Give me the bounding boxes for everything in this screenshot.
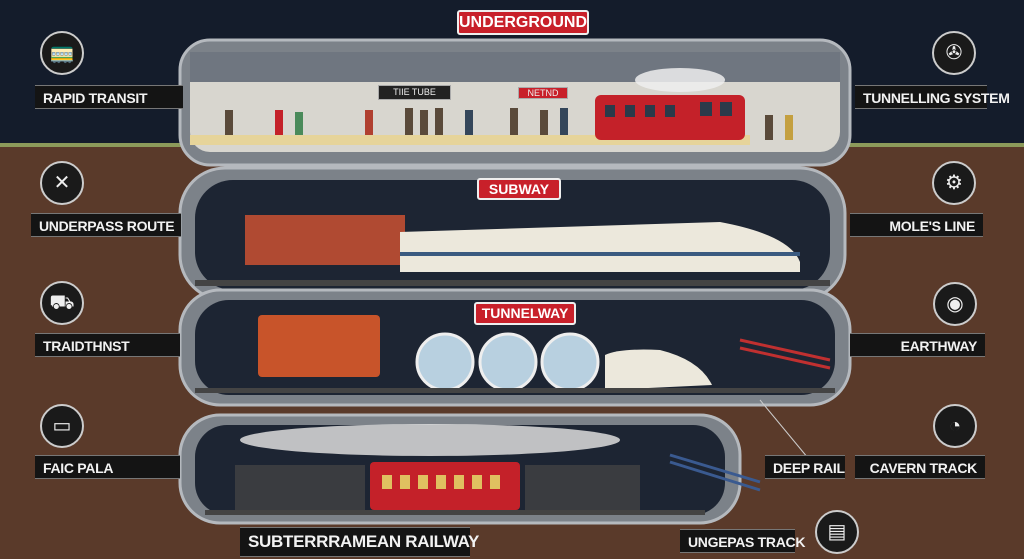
label-ungepas-track: UNGEPAS TRACK (680, 529, 805, 553)
sign-subway: SUBWAY (477, 178, 561, 200)
railcar-icon: ▭ (40, 404, 84, 448)
label-underpass-route: UNDERPASS ROUTE (31, 213, 181, 237)
tunnel-boring-icon: ◔ (933, 404, 977, 448)
label-earthway: EARTHWAY (850, 333, 985, 357)
label-subterranean-railway: SUBTERRRAMEAN RAILWAY (240, 527, 479, 557)
rail-cart-icon: ⛟ (40, 281, 84, 325)
leader-line (759, 399, 809, 459)
station-name-sign: TIIE TUBE (378, 85, 451, 100)
container-freight-train (245, 215, 405, 265)
label-faic-pala: FAIC PALA (35, 455, 180, 479)
drill-fan-icon: ✇ (932, 31, 976, 75)
orange-train (258, 315, 380, 377)
station-side-sign: NETND (518, 87, 568, 99)
locomotive-front-icon: ◉ (933, 282, 977, 326)
tram-icon: 🚃 (40, 31, 84, 75)
pod-car (478, 332, 538, 392)
pod-car (415, 332, 475, 392)
steam-locomotive (525, 465, 640, 510)
crossed-tools-icon: ✕ (40, 161, 84, 205)
printer-machine-icon: ▤ (815, 510, 859, 554)
label-deep-rail: DEEP RAIL (765, 455, 845, 479)
steam-locomotive (235, 465, 365, 510)
label-moles-line: MOLE'S LINE (850, 213, 983, 237)
steam-cloud (635, 68, 725, 92)
pod-car (540, 332, 600, 392)
bullet-train (400, 222, 800, 272)
sign-underground: UNDERGROUND (457, 10, 589, 35)
label-tunnelling-system: TUNNELLING SYSTEM (855, 85, 1010, 109)
label-traidthnst: TRAIDTHNST (35, 333, 180, 357)
red-metro-train (595, 95, 745, 140)
sign-tunnelway: TUNNELWAY (474, 302, 576, 325)
tunnel-tunnelway (178, 288, 852, 407)
label-cavern-track: CAVERN TRACK (855, 455, 985, 479)
steam-smoke (240, 424, 620, 456)
tunnel-railway (178, 413, 761, 525)
tunnel-station (178, 38, 852, 167)
maglev-car (605, 349, 712, 390)
label-rapid-transit: RAPID TRANSIT (35, 85, 183, 109)
tunnel-machine-icon: ⚙ (932, 161, 976, 205)
tunnel-subway (178, 166, 847, 302)
